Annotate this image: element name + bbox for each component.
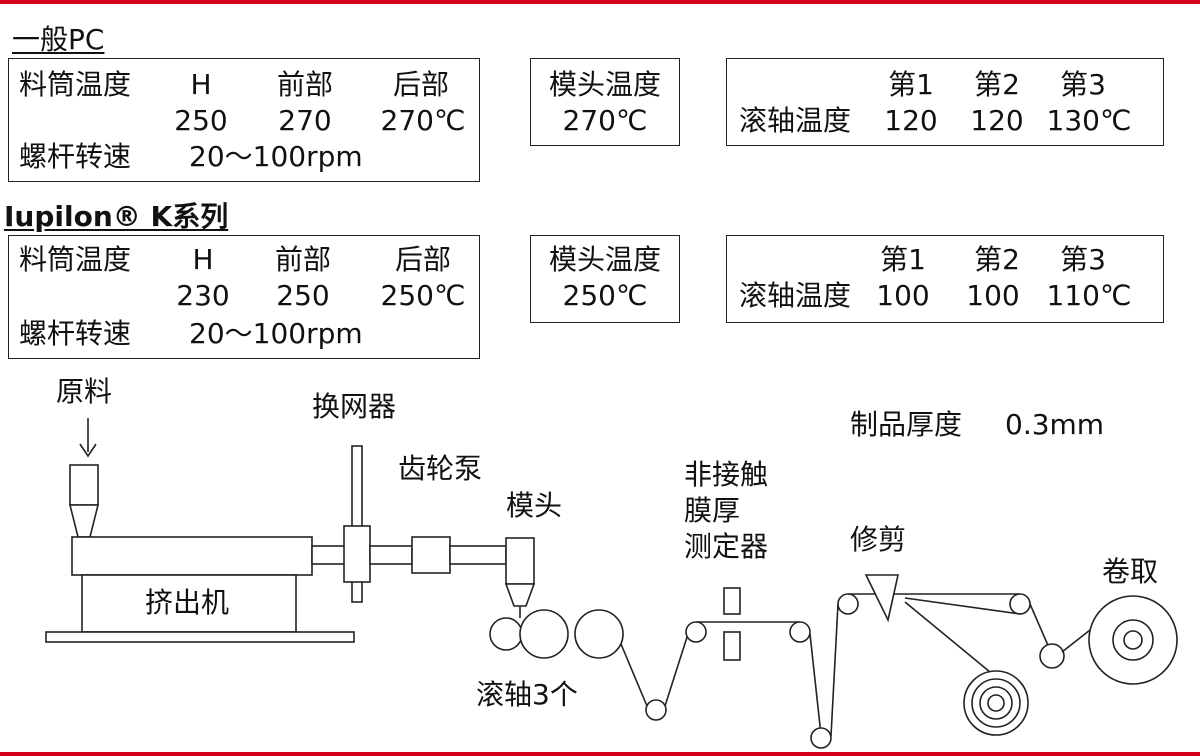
extruder-base: [81, 574, 297, 633]
roll-col-3: 第3: [1060, 68, 1106, 101]
roll-1: [489, 617, 523, 651]
pipe-3: [449, 545, 507, 565]
die-temp-value: 270℃: [562, 104, 648, 137]
roll-val-1: 100: [876, 279, 930, 312]
trimming-label: 修剪: [850, 523, 907, 556]
top-rule: [0, 0, 1200, 4]
roll-val-1: 120: [884, 104, 938, 137]
section-title-general-pc: 一般PC: [12, 23, 105, 56]
gauge-sensor-top: [723, 587, 741, 615]
extruder-barrel: [71, 536, 313, 576]
cylinder-col-rear: 后部: [392, 68, 450, 101]
die-body: [505, 537, 535, 585]
cylinder-col-h: H: [192, 243, 214, 276]
cylinder-box-1: 料筒温度 H 前部 后部 250 270 270℃ 螺杆转速 20～100rpm: [8, 58, 480, 182]
pipe-1: [311, 545, 347, 565]
screw-speed-value: 20～100rpm: [189, 317, 363, 350]
die-lip: [504, 583, 536, 607]
screen-changer-label: 换网器: [312, 390, 397, 423]
roll-col-1: 第1: [888, 68, 934, 101]
screw-speed-label: 螺杆转速: [19, 140, 132, 173]
gauge-label-1: 非接触: [684, 458, 769, 491]
raw-material-label: 原料: [56, 375, 113, 408]
cylinder-val-rear: 270℃: [380, 104, 466, 137]
roll-val-3: 130℃: [1046, 104, 1132, 137]
cylinder-val-rear: 250℃: [380, 279, 466, 312]
hopper-funnel: [68, 504, 100, 538]
cylinder-temp-label: 料筒温度: [19, 68, 132, 101]
gauge-label-3: 测定器: [684, 530, 769, 563]
gauge-sensor-bottom: [723, 631, 741, 661]
roll-val-2: 120: [970, 104, 1024, 137]
roll-2: [519, 609, 569, 659]
roll-col-3: 第3: [1060, 243, 1106, 276]
cylinder-col-rear: 后部: [394, 243, 452, 276]
cylinder-col-front: 前部: [276, 68, 334, 101]
die-temp-label: 模头温度: [548, 243, 662, 276]
die-temp-box-1: 模头温度 270℃: [530, 58, 680, 146]
rolls-label: 滚轴3个: [476, 678, 578, 711]
cylinder-col-front: 前部: [274, 243, 332, 276]
extruder-label: 挤出机: [145, 586, 230, 619]
roll-temp-label: 滚轴温度: [739, 104, 852, 137]
roll-temp-box-1: 第1 第2 第3 滚轴温度 120 120 130℃: [726, 58, 1164, 146]
gear-pump: [411, 536, 451, 574]
idler-roll-4: [810, 727, 832, 749]
cylinder-val-h: 250: [174, 104, 228, 137]
idler-roll-1: [645, 699, 667, 721]
thickness-label: 制品厚度: [850, 408, 963, 441]
roll-col-2: 第2: [974, 68, 1020, 101]
section-title-iupilon-k: Iupilon® K系列: [4, 200, 229, 233]
cylinder-col-h: H: [190, 68, 212, 101]
idler-roll-3: [789, 621, 811, 643]
winding-roll-top: [1009, 593, 1031, 615]
roll-3: [574, 609, 624, 659]
hopper: [69, 464, 99, 506]
roll-temp-box-2: 第1 第2 第3 滚轴温度 100 100 110℃: [726, 235, 1164, 323]
idler-roll-2: [685, 621, 707, 643]
die-temp-box-2: 模头温度 250℃: [530, 235, 680, 323]
cylinder-box-2: 料筒温度 H 前部 后部 230 250 250℃ 螺杆转速 20～100rpm: [8, 235, 480, 359]
cylinder-temp-label: 料筒温度: [19, 243, 132, 276]
roll-val-2: 100: [966, 279, 1020, 312]
die-label: 模头: [506, 489, 563, 522]
screw-speed-label: 螺杆转速: [19, 317, 132, 350]
screw-speed-value: 20～100rpm: [189, 140, 363, 173]
extruder-platform: [45, 631, 355, 643]
winding-reel-core: [1123, 630, 1143, 650]
thickness-value: 0.3mm: [1005, 408, 1105, 441]
cylinder-val-h: 230: [176, 279, 230, 312]
bottom-rule: [0, 752, 1200, 756]
screen-changer: [343, 525, 371, 583]
pipe-2: [369, 545, 413, 565]
die-temp-value: 250℃: [562, 279, 648, 312]
roll-val-3: 110℃: [1046, 279, 1132, 312]
trimming-cutter: [864, 574, 899, 623]
raw-material-arrowhead: [79, 443, 97, 458]
gauge-label-2: 膜厚: [684, 494, 741, 527]
gear-pump-label: 齿轮泵: [398, 452, 483, 485]
screen-changer-rod: [351, 445, 363, 603]
cylinder-val-front: 270: [278, 104, 332, 137]
die-temp-label: 模头温度: [548, 68, 662, 101]
roll-col-1: 第1: [880, 243, 926, 276]
roll-temp-label: 滚轴温度: [739, 279, 852, 312]
idler-roll-5: [837, 593, 859, 615]
winding-label: 卷取: [1102, 555, 1159, 588]
winding-roll-bottom: [1039, 643, 1065, 669]
roll-col-2: 第2: [974, 243, 1020, 276]
cylinder-val-front: 250: [276, 279, 330, 312]
